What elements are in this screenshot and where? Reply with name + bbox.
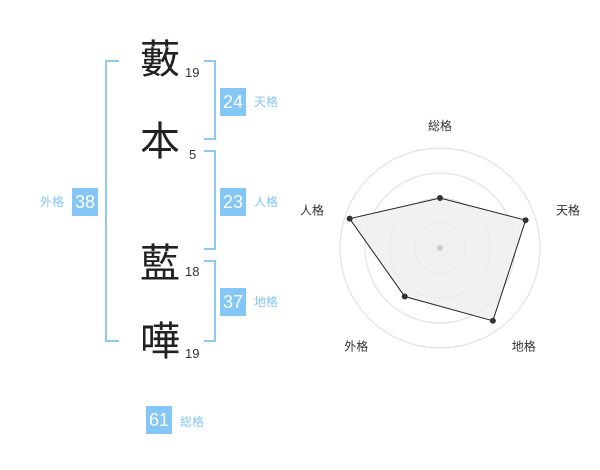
chikaku-value: 37 [220,288,246,316]
radar-ring [339,147,541,349]
radar-point-3 [489,317,496,324]
radar-axis-label: 人格 [300,202,324,217]
stroke-count-3: 18 [185,264,200,279]
chikaku-label: 地格 [254,295,279,309]
radar-series-area [348,197,527,322]
name-char-2: 本 [140,119,180,165]
chikaku-bracket [204,260,216,342]
radar-point-2 [522,217,529,224]
stroke-count-2: 5 [189,147,197,162]
radar-center-dot [437,245,443,251]
stroke-count-1: 19 [185,65,200,80]
jinkaku-label: 人格 [254,195,279,209]
gaikaku-value: 38 [72,188,98,216]
radar-axis-label: 天格 [556,202,580,217]
tenkaku-value: 24 [220,88,246,116]
radar-axis-label: 地格 [512,339,536,354]
gaikaku-label: 外格 [40,195,65,209]
jinkaku-value: 23 [220,188,246,216]
stroke-count-4: 19 [185,346,200,361]
soukaku-label: 総格 [180,415,205,429]
name-char-3: 藍 [140,241,180,287]
radar-axis-label: 総格 [428,118,452,133]
radar-point-5 [346,215,353,222]
radar-point-4 [401,293,408,300]
soukaku-value: 61 [146,406,172,434]
tenkaku-label: 天格 [254,95,279,109]
radar-axis-label: 外格 [344,339,368,354]
tenkaku-bracket [204,60,216,140]
gaikaku-bracket [105,60,119,342]
name-char-4: 嘩 [140,319,180,365]
jinkaku-bracket [204,150,216,250]
radar-point-1 [437,195,443,201]
name-char-1: 藪 [140,37,180,83]
